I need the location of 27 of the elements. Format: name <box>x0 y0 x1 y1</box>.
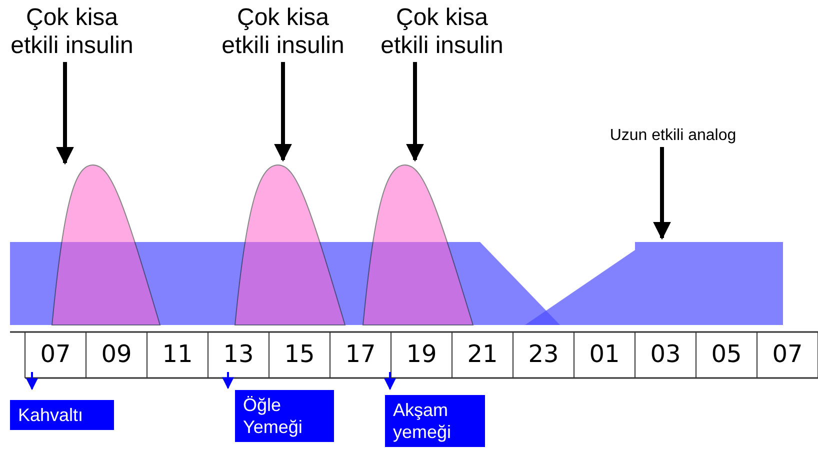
time-label: 13 <box>222 340 255 368</box>
time-label: 09 <box>100 340 133 368</box>
time-label: 17 <box>344 340 377 368</box>
arrow <box>222 372 234 390</box>
time-label: 07 <box>39 340 72 368</box>
time-label: 15 <box>283 340 316 368</box>
insulin-label: Uzun etkili analog <box>608 126 738 145</box>
insulin-label: Çok kisa etkili insulin <box>380 4 504 60</box>
arrow <box>274 62 292 162</box>
time-label: 05 <box>710 340 743 368</box>
time-label: 23 <box>527 340 560 368</box>
time-label: 07 <box>771 340 804 368</box>
arrow <box>56 62 74 165</box>
meal-box: Öğle Yemeği <box>235 390 334 442</box>
arrow <box>384 372 396 390</box>
time-label: 11 <box>161 340 194 368</box>
meal-box: Akşam yemeği <box>385 395 485 447</box>
insulin-label: Çok kisa etkili insulin <box>10 4 134 60</box>
time-label: 03 <box>649 340 682 368</box>
insulin-label: Çok kisa etkili insulin <box>220 4 346 60</box>
time-label: 19 <box>405 340 438 368</box>
arrow <box>406 62 424 162</box>
arrow <box>26 372 38 390</box>
arrow <box>653 147 671 240</box>
meal-box: Kahvaltı <box>10 400 114 430</box>
time-label: 21 <box>466 340 499 368</box>
time-label: 01 <box>588 340 621 368</box>
